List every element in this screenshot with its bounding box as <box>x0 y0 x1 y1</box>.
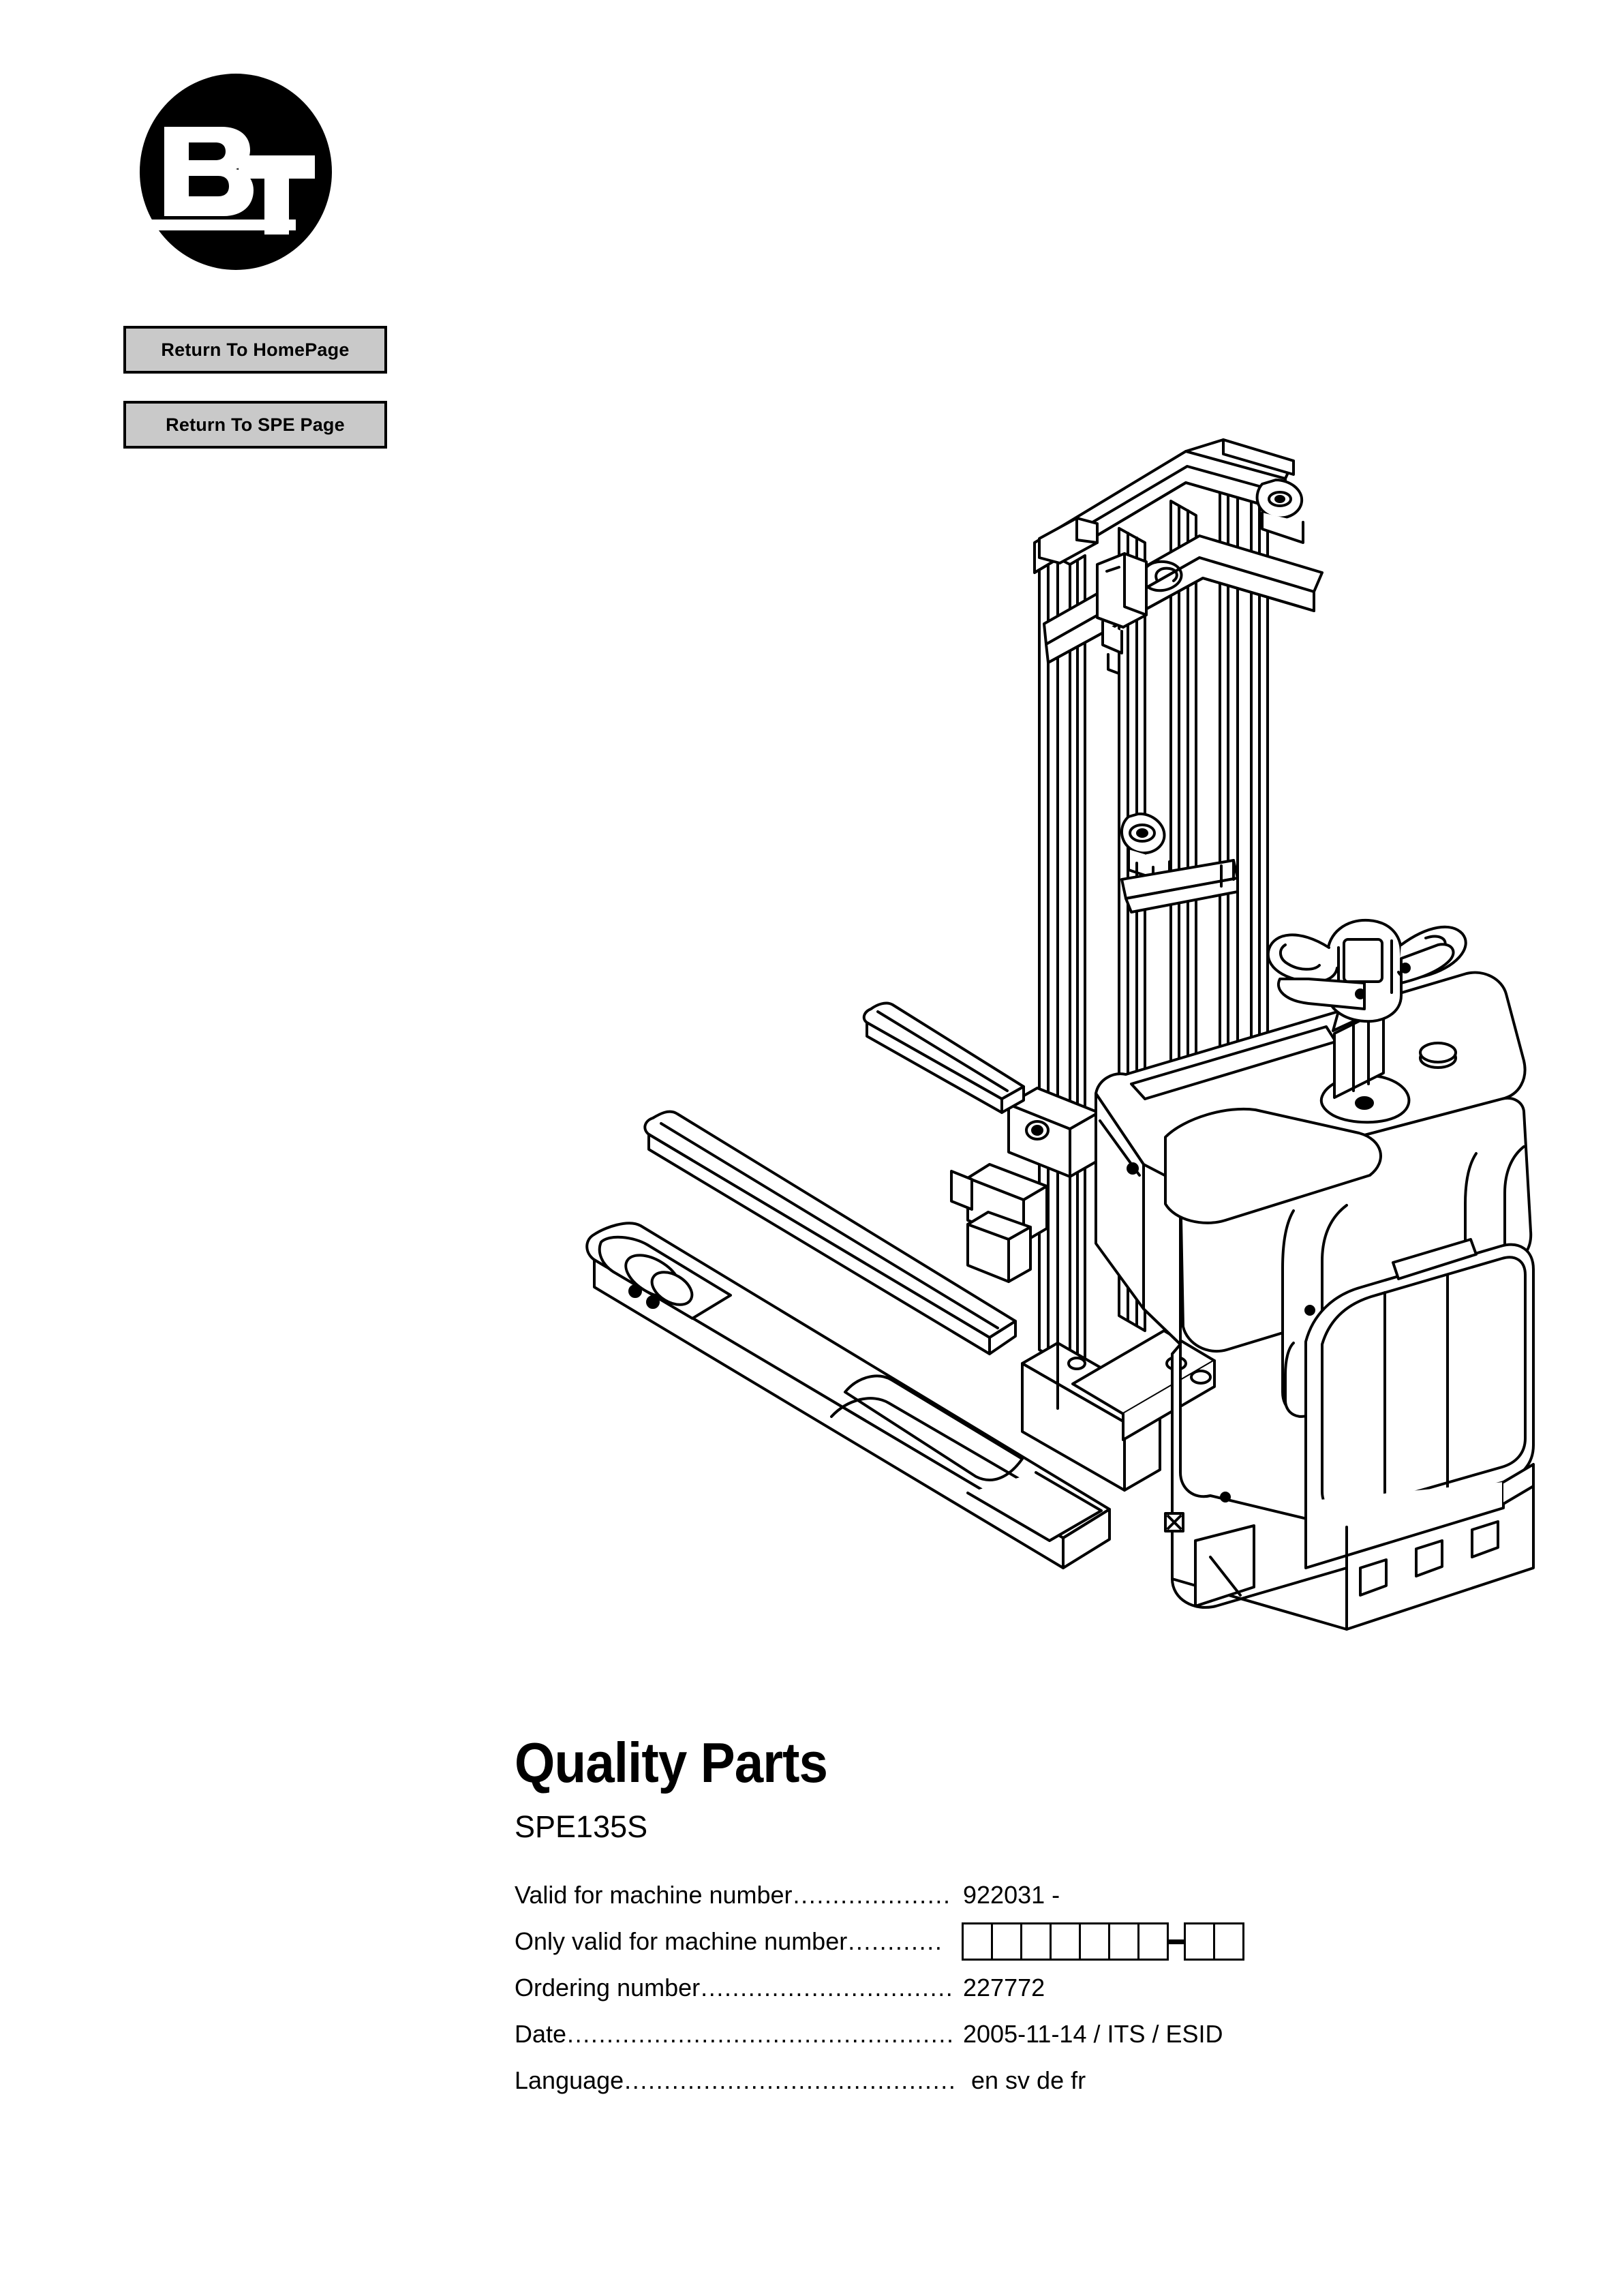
spec-row-valid-for-machine-number: Valid for machine number ...............… <box>515 1872 1387 1918</box>
spec-row-date: Date ...................................… <box>515 2011 1387 2057</box>
machine-number-cell[interactable] <box>1108 1922 1139 1961</box>
spec-row-ordering-number: Ordering number ........................… <box>515 1965 1387 2011</box>
machine-number-cell[interactable] <box>1050 1922 1081 1961</box>
leader-dots: ........................................… <box>567 2020 955 2048</box>
page-title: Quality Parts <box>515 1731 828 1794</box>
spec-value: en sv de fr <box>971 2066 1086 2094</box>
machine-number-cell[interactable] <box>1137 1922 1169 1961</box>
bt-logo-icon <box>140 74 332 270</box>
spec-label-text: Date <box>515 2020 567 2048</box>
spec-value: 227772 <box>963 1974 1045 2002</box>
leader-dots: .................... <box>793 1881 951 1909</box>
return-to-spe-page-button[interactable]: Return To SPE Page <box>123 401 387 449</box>
spec-label-text: Language <box>515 2066 624 2094</box>
machine-number-entry-boxes[interactable] <box>956 1922 1244 1961</box>
machine-number-cell[interactable] <box>1079 1922 1110 1961</box>
spec-label-text: Ordering number <box>515 1974 701 2002</box>
spec-value: 2005-11-14 / ITS / ESID <box>963 2020 1223 2048</box>
spec-table: Valid for machine number ...............… <box>515 1872 1387 2104</box>
model-name: SPE135S <box>515 1809 648 1844</box>
machine-illustration <box>532 409 1554 1704</box>
title-block: Quality Parts SPE135S Valid for machine … <box>515 1732 1469 2104</box>
machine-number-separator-dash <box>1169 1939 1184 1944</box>
spec-label-text: Only valid for machine number <box>515 1927 848 1955</box>
machine-number-cell[interactable] <box>1020 1922 1052 1961</box>
spec-label: Only valid for machine number ..........… <box>515 1927 956 1956</box>
machine-number-cell[interactable] <box>962 1922 993 1961</box>
spec-row-language: Language ...............................… <box>515 2057 1387 2104</box>
return-to-homepage-label: Return To HomePage <box>161 339 350 360</box>
machine-number-cell[interactable] <box>1213 1922 1244 1961</box>
spec-label: Date ...................................… <box>515 2020 956 2049</box>
machine-number-group-primary[interactable] <box>962 1922 1169 1961</box>
spec-label: Valid for machine number ...............… <box>515 1881 956 1909</box>
spec-label: Language ...............................… <box>515 2066 956 2095</box>
bt-logo <box>140 74 332 270</box>
leader-dots: ............ <box>848 1927 943 1955</box>
spec-value: 922031 - <box>963 1881 1060 1909</box>
machine-number-group-suffix[interactable] <box>1184 1922 1244 1961</box>
spec-row-only-valid-for-machine-number: Only valid for machine number ..........… <box>515 1918 1387 1965</box>
return-to-homepage-button[interactable]: Return To HomePage <box>123 326 387 374</box>
return-to-spe-page-label: Return To SPE Page <box>166 414 345 435</box>
pallet-stacker-drawing <box>585 438 1535 1631</box>
machine-number-cell[interactable] <box>991 1922 1022 1961</box>
spec-label: Ordering number ........................… <box>515 1974 956 2002</box>
spec-label-text: Valid for machine number <box>515 1881 793 1909</box>
machine-number-cell[interactable] <box>1184 1922 1215 1961</box>
leader-dots: ................................ <box>701 1974 954 2002</box>
leader-dots: ........................................… <box>624 2066 956 2094</box>
